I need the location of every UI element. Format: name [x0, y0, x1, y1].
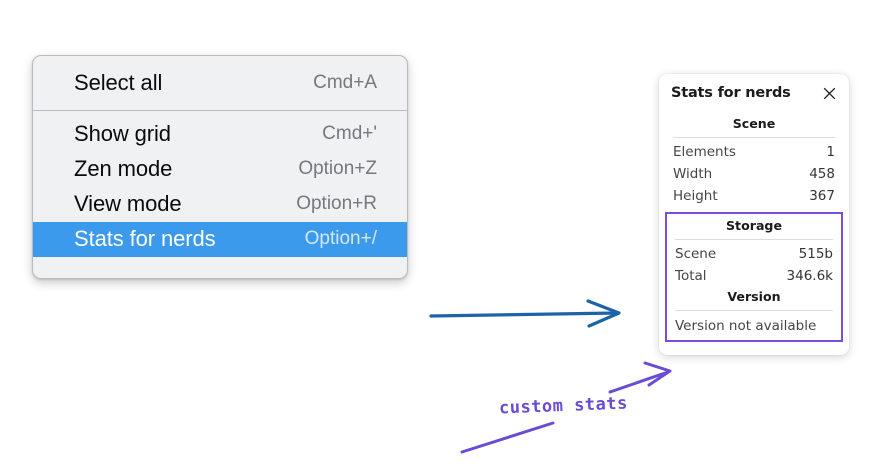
- menu-section-secondary: Show grid Cmd+' Zen mode Option+Z View m…: [33, 111, 407, 262]
- stat-value: 367: [809, 188, 835, 204]
- section-heading-storage: Storage: [725, 218, 782, 233]
- section-divider: [675, 239, 833, 240]
- menu-item-shortcut: Cmd+': [322, 123, 377, 144]
- menu-footer: [33, 262, 407, 278]
- stat-row-elements: Elements 1: [671, 141, 837, 163]
- stat-row-version-status: Version not available: [675, 318, 817, 334]
- menu-section-primary: Select all Cmd+A: [33, 56, 407, 110]
- stat-row-scene: Scene 515b: [673, 243, 835, 265]
- stat-key: Scene: [675, 246, 717, 262]
- menu-item-label: Show grid: [74, 121, 171, 146]
- menu-item-show-grid[interactable]: Show grid Cmd+': [33, 117, 407, 152]
- menu-item-stats-for-nerds[interactable]: Stats for nerds Option+/: [33, 222, 407, 257]
- stat-key: Total: [675, 268, 707, 284]
- menu-item-label: Stats for nerds: [74, 226, 216, 251]
- stats-for-nerds-panel[interactable]: Stats for nerds Scene Elements 1 Width 4…: [659, 74, 849, 355]
- stat-row-width: Width 458: [671, 163, 837, 185]
- menu-item-label: Zen mode: [74, 156, 173, 181]
- stat-row-height: Height 367: [671, 185, 837, 207]
- menu-item-label: View mode: [74, 191, 182, 216]
- stat-value: 1: [826, 144, 835, 160]
- stat-row-total: Total 346.6k: [673, 265, 835, 287]
- stat-value: 515b: [798, 246, 833, 262]
- section-divider: [673, 137, 835, 138]
- stats-section-scene: Scene Elements 1 Width 458 Height 367: [671, 114, 837, 207]
- stat-key: Width: [673, 166, 713, 182]
- stats-section-storage: Storage Scene 515b Total 346.6k: [673, 216, 835, 287]
- purple-underline-stroke: [460, 421, 555, 454]
- stats-section-version: Version Version not available: [673, 287, 835, 336]
- annotation-callout-text: custom stats: [498, 393, 629, 419]
- menu-item-view-mode[interactable]: View mode Option+R: [33, 187, 407, 222]
- purple-arrow: [608, 361, 672, 394]
- menu-divider: [33, 110, 407, 111]
- stat-key: Height: [673, 188, 718, 204]
- menu-item-shortcut: Option+/: [304, 228, 377, 249]
- stat-key: Elements: [673, 144, 736, 160]
- section-divider: [675, 310, 833, 311]
- section-heading-version: Version: [727, 289, 781, 304]
- menu-item-zen-mode[interactable]: Zen mode Option+Z: [33, 152, 407, 187]
- menu-item-shortcut: Cmd+A: [313, 72, 377, 93]
- menu-item-label: Select all: [74, 70, 163, 95]
- panel-header: Stats for nerds: [671, 85, 837, 101]
- stat-value: 346.6k: [786, 268, 833, 284]
- menu-item-shortcut: Option+R: [296, 193, 377, 214]
- close-icon[interactable]: [822, 86, 837, 101]
- context-menu[interactable]: Select all Cmd+A Show grid Cmd+' Zen mod…: [32, 55, 408, 279]
- section-heading-scene: Scene: [732, 116, 776, 131]
- menu-item-shortcut: Option+Z: [298, 158, 377, 179]
- custom-stats-highlight-box: Storage Scene 515b Total 346.6k Version …: [665, 212, 843, 342]
- panel-title: Stats for nerds: [671, 85, 791, 101]
- blue-arrow: [429, 299, 621, 328]
- stat-value: 458: [809, 166, 835, 182]
- menu-item-select-all[interactable]: Select all Cmd+A: [33, 66, 407, 101]
